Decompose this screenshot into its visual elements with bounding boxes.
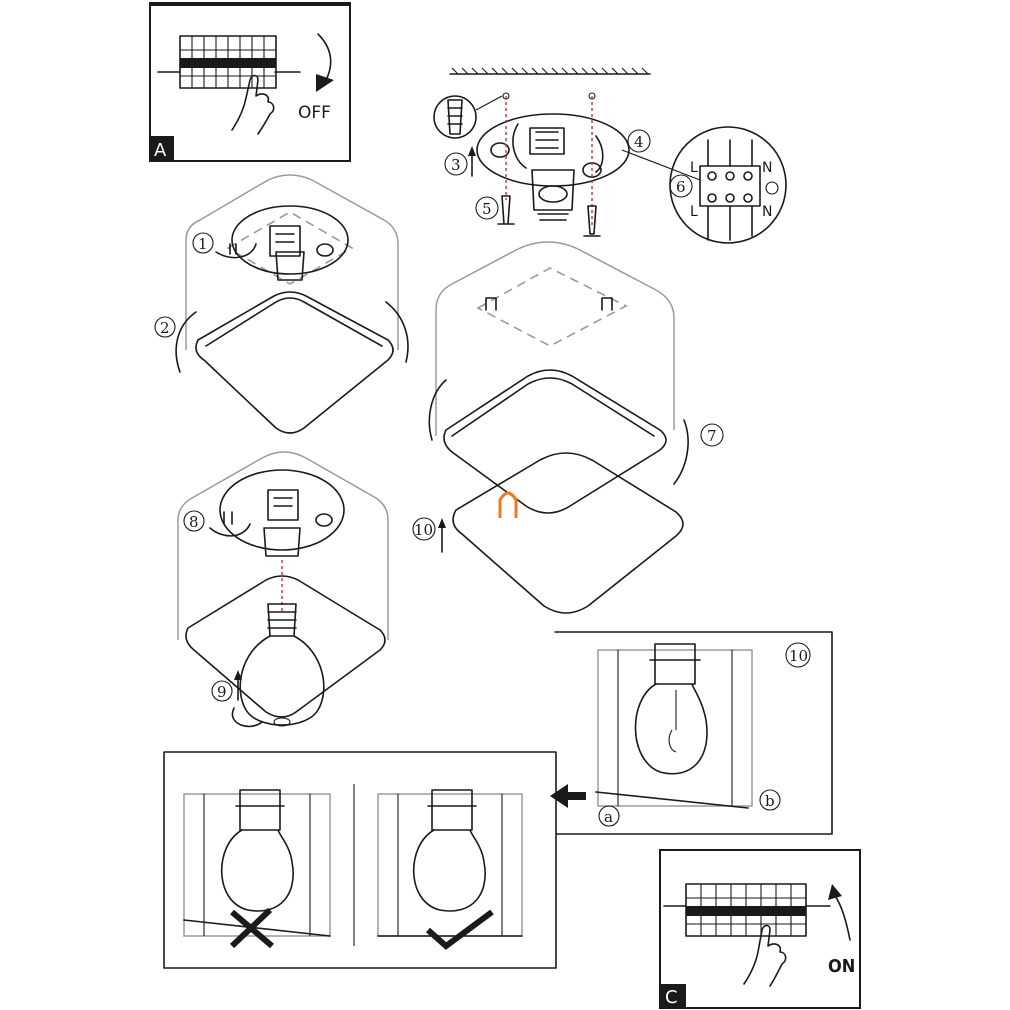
correct-example — [377, 789, 523, 950]
light-bulb-icon — [239, 603, 325, 727]
lamp-socket — [531, 169, 575, 211]
hand-icon — [743, 924, 787, 987]
shade-bottom-rim — [195, 291, 394, 434]
shade-rim — [443, 369, 667, 514]
wall-plug-zoom-icon — [433, 95, 503, 139]
terminal-n-top: N — [762, 160, 772, 176]
clip-icon — [498, 491, 518, 518]
step-10-label: 10 — [414, 521, 433, 539]
ceiling-mount-step: 3 5 4 6 — [433, 67, 701, 237]
step-2-label: 2 — [160, 319, 170, 337]
point-b-label: b — [765, 792, 775, 810]
step-4-label: 4 — [634, 133, 644, 151]
bulb-insertion-step: 8 9 — [177, 451, 389, 728]
shade-install-step: 7 10 — [412, 241, 724, 614]
terminal-block-zoom: L N L N — [669, 126, 787, 244]
panel-a-letter: A — [154, 140, 167, 161]
step-6-label: 6 — [676, 178, 686, 196]
step-7-label: 7 — [707, 427, 717, 445]
lamp-side-view — [595, 643, 753, 809]
terminal-l-bottom: L — [690, 204, 698, 220]
shade-removal-step: 1 2 — [154, 174, 409, 434]
step-8-label: 8 — [189, 513, 199, 531]
screw-icon — [497, 195, 601, 237]
step-10-side-label: 10 — [789, 647, 808, 665]
breaker-block-icon — [157, 35, 301, 89]
wrong-example — [183, 789, 331, 949]
panel-a: OFF A — [149, 2, 351, 162]
ceiling-hatch — [449, 67, 651, 75]
point-a-label: a — [604, 808, 613, 826]
checkmark-icon — [426, 909, 494, 950]
terminal-n-bottom: N — [762, 204, 772, 220]
step-5-label: 5 — [482, 200, 492, 218]
panel-c: ON C — [659, 849, 861, 1009]
cross-icon — [229, 907, 274, 949]
diffuser-glass — [452, 452, 684, 614]
breaker-block-icon — [663, 883, 831, 937]
arrow-left-icon — [550, 784, 586, 808]
ground-icon — [765, 181, 779, 195]
step-3-label: 3 — [451, 156, 461, 174]
off-label: OFF — [298, 103, 331, 123]
panel-c-letter: C — [665, 987, 678, 1008]
ceiling-base-plate — [476, 113, 630, 221]
step-9-label: 9 — [217, 683, 227, 701]
hand-icon — [231, 74, 275, 135]
step-1-label: 1 — [198, 235, 208, 253]
terminal-l-top: L — [690, 160, 698, 176]
side-view-panel: 10 a b — [163, 631, 833, 969]
on-label: ON — [828, 956, 855, 977]
switch-down-arrow-icon — [317, 33, 332, 81]
